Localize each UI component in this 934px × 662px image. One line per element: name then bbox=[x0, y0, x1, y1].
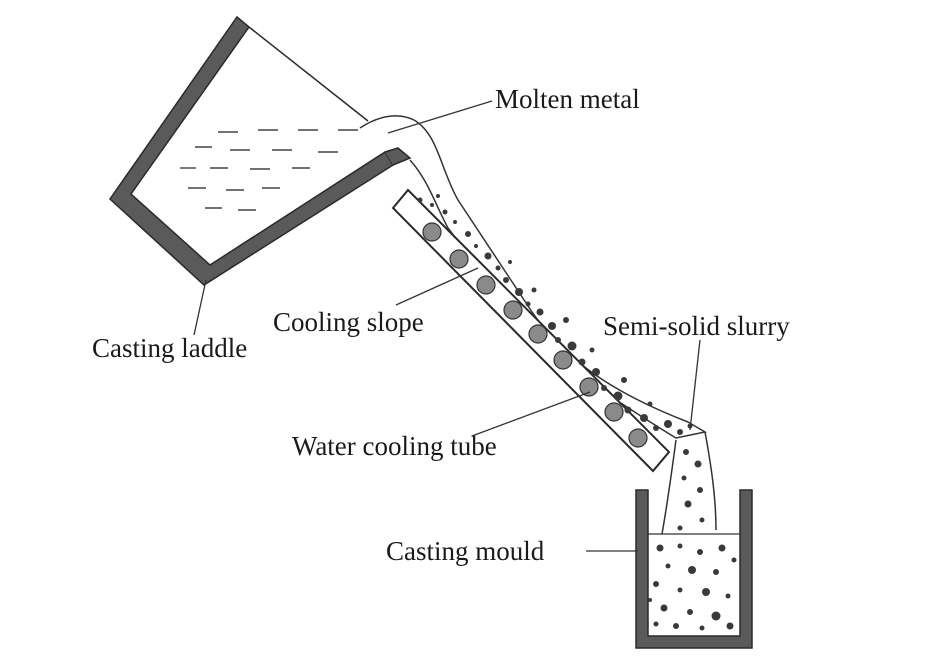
label-cooling-slope: Cooling slope bbox=[273, 307, 424, 337]
leader-water-cooling-tube bbox=[471, 391, 591, 437]
mould-wall bbox=[635, 489, 753, 649]
label-semi-solid-slurry: Semi-solid slurry bbox=[603, 311, 790, 341]
casting-mould bbox=[635, 489, 753, 649]
leader-lines bbox=[193, 100, 701, 552]
casting-laddle bbox=[109, 15, 412, 286]
laddle-rim bbox=[248, 26, 369, 122]
mould-particles bbox=[648, 543, 737, 631]
slurry-stream bbox=[661, 431, 717, 535]
molten-metal-stream bbox=[359, 115, 708, 439]
laddle-wall bbox=[109, 15, 395, 286]
leader-cooling-slope bbox=[395, 267, 479, 306]
stream-particles bbox=[677, 449, 705, 531]
leader-molten-metal bbox=[387, 100, 493, 134]
leader-casting-laddle bbox=[193, 279, 207, 336]
label-water-cooling-tube: Water cooling tube bbox=[292, 431, 497, 461]
slope-particles bbox=[417, 194, 693, 435]
laddle-lip bbox=[384, 147, 412, 166]
label-molten-metal: Molten metal bbox=[495, 84, 640, 114]
leader-semi-solid-slurry bbox=[689, 339, 701, 431]
label-casting-mould: Casting mould bbox=[386, 536, 545, 566]
water-cooling-tubes bbox=[422, 222, 648, 448]
molten-metal-dashes bbox=[180, 129, 358, 211]
label-casting-laddle: Casting laddle bbox=[92, 333, 247, 363]
